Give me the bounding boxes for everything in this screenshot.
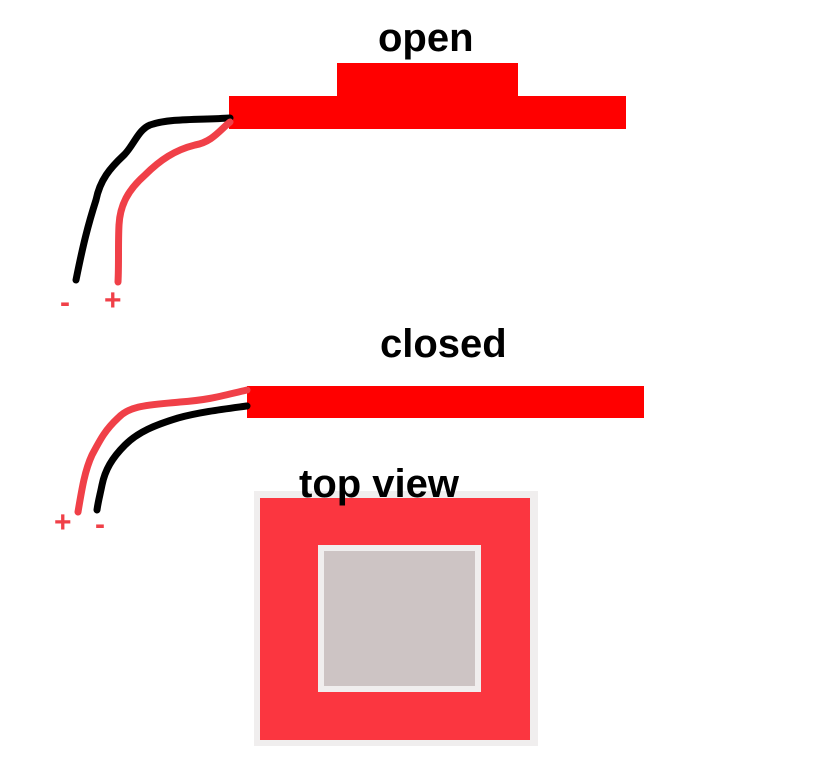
open-red-wire xyxy=(114,118,234,286)
open-switch xyxy=(72,63,626,286)
closed-plus-label: + xyxy=(54,506,72,539)
top-view-title: top view xyxy=(299,462,460,506)
closed-minus-label: - xyxy=(95,508,105,541)
closed-red-wire xyxy=(74,386,251,516)
open-title: open xyxy=(378,16,474,60)
open-minus-label: - xyxy=(60,286,70,319)
top-view-switch xyxy=(254,491,538,746)
closed-switch-body xyxy=(247,386,644,418)
open-switch-base xyxy=(229,96,626,129)
open-plus-label: + xyxy=(104,284,122,317)
open-black-wire xyxy=(72,114,234,284)
closed-black-wire xyxy=(93,402,251,514)
top-view-button xyxy=(324,551,475,686)
closed-title: closed xyxy=(380,322,507,366)
closed-switch xyxy=(74,386,644,516)
open-switch-actuator xyxy=(337,63,518,99)
